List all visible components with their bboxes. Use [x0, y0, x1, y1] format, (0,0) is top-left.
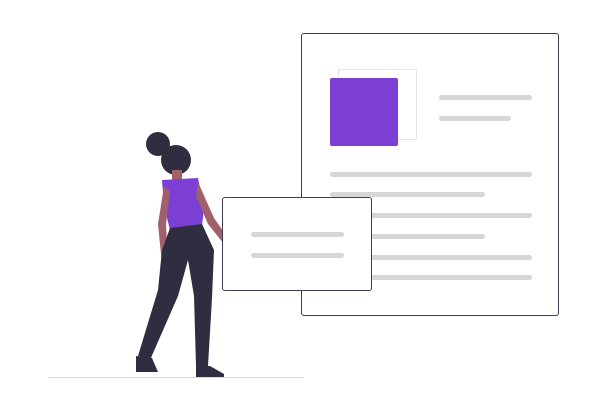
hair-bun — [146, 132, 170, 156]
body-line — [330, 255, 532, 260]
neck — [172, 170, 182, 180]
body-line — [330, 213, 532, 218]
note-card — [222, 197, 372, 291]
note-line — [251, 232, 344, 237]
shirt — [162, 178, 204, 230]
image-placeholder-icon — [330, 78, 398, 146]
body-line — [330, 172, 532, 177]
body-line — [330, 192, 485, 197]
pants — [138, 224, 214, 366]
head — [161, 145, 191, 175]
body-line — [330, 275, 532, 280]
note-line — [251, 253, 344, 258]
subheading-line — [439, 116, 511, 121]
left-shoe — [136, 356, 158, 372]
ground-line — [48, 377, 304, 378]
right-shoe — [196, 366, 224, 378]
heading-line — [439, 95, 532, 100]
right-arm — [196, 182, 228, 244]
body-line — [330, 234, 485, 239]
